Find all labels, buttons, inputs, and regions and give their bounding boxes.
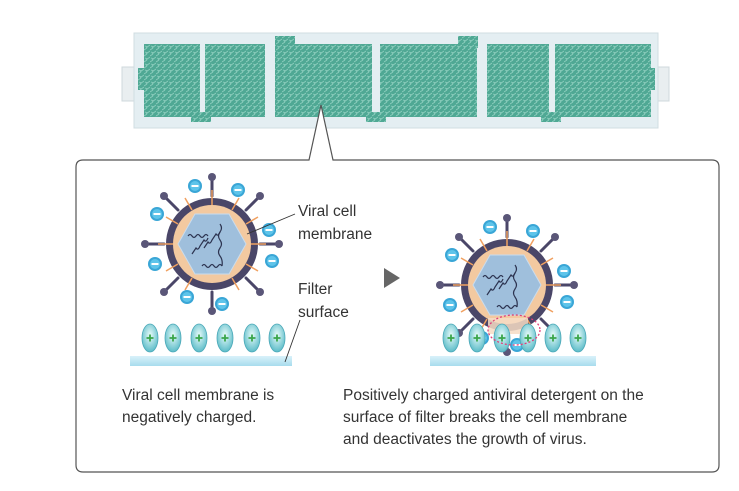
label-filter: Filter [298,281,333,298]
label-viral-cell: Viral cell [298,203,357,220]
label-membrane: membrane [298,226,373,243]
caption-left-line2: negatively charged. [122,409,257,426]
membrane-break-marker [487,314,541,346]
caption-right-line1: Positively charged antiviral detergent o… [343,387,644,404]
caption-left-line1: Viral cell membrane is [122,387,275,404]
caption-right-line2: surface of filter breaks the cell membra… [343,409,628,426]
play-arrow-icon [384,268,400,288]
leader-line-filter [284,319,301,363]
leader-line-membrane [246,213,296,235]
filter-surface-left [130,356,292,366]
label-surface: surface [298,304,349,321]
virus-intact [141,173,283,315]
filter-surface-right [430,356,596,366]
caption-right-line3: and deactivates the growth of virus. [343,431,587,448]
air-filter-image [121,32,670,129]
